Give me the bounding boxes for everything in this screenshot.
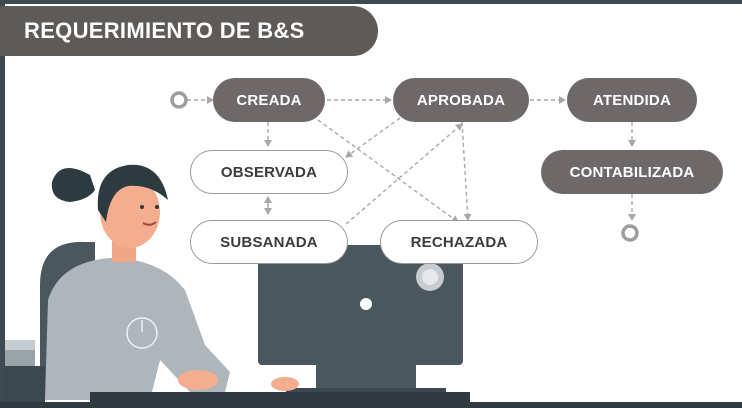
title-banner: REQUERIMIENTO DE B&S: [0, 6, 378, 56]
frame-left-border: [0, 0, 5, 408]
state-contabilizada: CONTABILIZADA: [541, 150, 723, 194]
arrow-subsanada-aprobada: [345, 123, 463, 225]
end-node-icon: [621, 224, 639, 242]
state-subsanada: SUBSANADA: [190, 220, 348, 264]
frame-bottom-border: [0, 402, 742, 408]
arrow-aprobada-rechazada: [461, 121, 472, 221]
state-observada: OBSERVADA: [190, 150, 348, 194]
frame-top-border: [0, 0, 742, 4]
arrow-creada-rechazada: [317, 119, 459, 223]
start-node-icon: [170, 91, 188, 109]
monitor-illustration: [258, 245, 463, 402]
woman-illustration: [40, 164, 299, 400]
transition-arrows: [187, 96, 636, 225]
state-rechazada: RECHAZADA: [380, 220, 538, 264]
desk-illustration: [5, 340, 470, 402]
arrow-aprobada-observada: [345, 117, 401, 158]
state-aprobada: APROBADA: [393, 78, 529, 122]
state-creada: CREADA: [213, 78, 325, 122]
state-atendida: ATENDIDA: [567, 78, 697, 122]
